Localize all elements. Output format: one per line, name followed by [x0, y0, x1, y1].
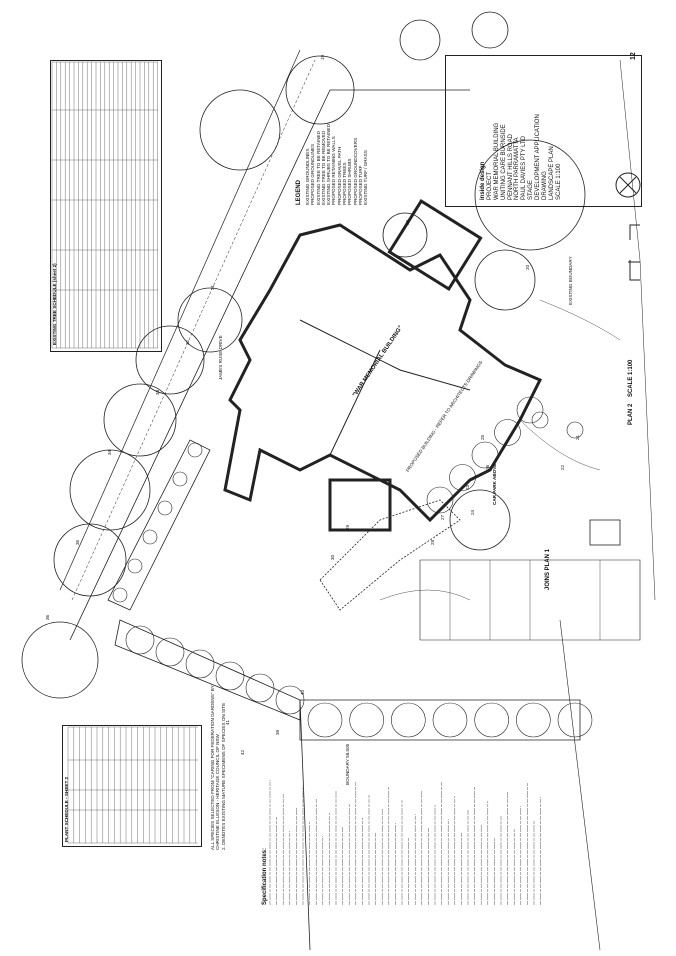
- tree-number: 42: [240, 749, 245, 755]
- shrub-symbol: [275, 685, 305, 715]
- tree-canopy: [103, 383, 177, 457]
- scale-bar: [628, 224, 640, 281]
- tree-number: 28: [430, 539, 435, 545]
- tree-canopy: [199, 89, 281, 171]
- boundary-line: [299, 699, 311, 951]
- tree-canopy: [399, 19, 441, 61]
- shrub-symbol: [307, 702, 343, 738]
- shrub-symbol: [112, 587, 128, 603]
- tree-canopy: [135, 325, 205, 395]
- shrub-symbol: [215, 661, 245, 691]
- boundary-line: [559, 619, 601, 951]
- car-park-label: CAR PARK ABOVE: [492, 463, 497, 505]
- tree-canopy: [474, 139, 586, 251]
- tree-number: 19: [320, 54, 325, 60]
- tree-number: 29: [345, 524, 350, 530]
- shrub-symbol: [494, 419, 521, 446]
- shrub-symbol: [391, 702, 426, 738]
- tree-number: 23: [465, 484, 470, 490]
- plant-schedule: [62, 725, 202, 847]
- tree-number: 36: [45, 614, 50, 620]
- tree-number: 22: [560, 464, 565, 470]
- shrub-symbol: [157, 500, 173, 516]
- shrub-symbol: [349, 702, 384, 738]
- north-arrow: [615, 172, 641, 198]
- adjacent-building: [419, 559, 641, 641]
- garden-bed: [107, 439, 211, 611]
- tree-canopy: [449, 489, 511, 551]
- garden-bed: [114, 619, 301, 721]
- tree-canopy: [382, 212, 428, 258]
- boundary-line: [69, 89, 470, 641]
- plan-scale: SCALE 1:100: [628, 359, 634, 397]
- shrub-symbol: [187, 442, 203, 458]
- road-edge-line: [71, 59, 316, 601]
- tree-number: 39: [275, 729, 280, 735]
- tree-number: 20: [525, 264, 530, 270]
- boundary-label: BOUNDARY 58.505: [345, 743, 350, 785]
- tree-number: 50: [405, 219, 410, 225]
- garden-bed: [299, 699, 581, 741]
- tree-number: 26: [485, 464, 490, 470]
- shrub-symbol: [142, 529, 158, 545]
- tree-number: 34: [107, 449, 112, 455]
- title-block: [445, 55, 642, 207]
- shrub-symbol: [471, 441, 499, 469]
- shrub-symbol: [557, 702, 593, 738]
- shrub-symbol: [155, 637, 185, 667]
- boundary-line: [619, 59, 656, 601]
- shrub-symbol: [516, 702, 551, 738]
- tree-number: 25: [480, 434, 485, 440]
- tree-canopy: [474, 249, 536, 311]
- boundary-label: EXISTING BOUNDARY: [568, 256, 573, 305]
- tree-number: 30: [330, 554, 335, 560]
- tree-number: 31: [210, 284, 215, 290]
- shrub-symbol: [449, 464, 476, 491]
- shrub-symbol: [474, 702, 509, 738]
- tree-number: 32: [185, 339, 190, 345]
- plan-title: PLAN 2 SCALE 1:100: [628, 360, 635, 425]
- tree-number: 35: [75, 539, 80, 545]
- road-edge-line: [59, 49, 301, 591]
- shrub-symbol: [185, 649, 215, 679]
- existing-tree-schedule: [50, 60, 162, 352]
- tree-number: 21: [575, 434, 580, 440]
- tree-number: 33: [155, 389, 160, 395]
- tree-canopy: [53, 523, 127, 597]
- tree-canopy: [285, 55, 355, 125]
- tree-canopy: [177, 287, 243, 353]
- shrub-symbol: [245, 673, 275, 703]
- shrub-symbol: [531, 411, 549, 429]
- gravel-path: [319, 499, 461, 611]
- shrub-symbol: [516, 396, 544, 424]
- shrub-symbol: [566, 421, 584, 439]
- shrub-symbol: [432, 702, 468, 738]
- road-label: JAMES RUSE DRIVE: [218, 335, 223, 380]
- tree-canopy: [471, 11, 509, 49]
- tree-number: 41: [225, 719, 230, 725]
- shrub-symbol: [127, 558, 143, 574]
- tree-canopy: [21, 621, 99, 699]
- shrub-symbol: [125, 625, 155, 655]
- tree-number: 24: [470, 509, 475, 515]
- tree-number: 27: [440, 514, 445, 520]
- shrub-symbol: [172, 471, 188, 487]
- plan-number: PLAN 2: [628, 403, 634, 425]
- tree-number: 40: [300, 689, 305, 695]
- join-label: JOINS PLAN 1: [545, 548, 551, 590]
- building-footprint: [223, 198, 543, 532]
- shrub-symbol: [426, 486, 454, 514]
